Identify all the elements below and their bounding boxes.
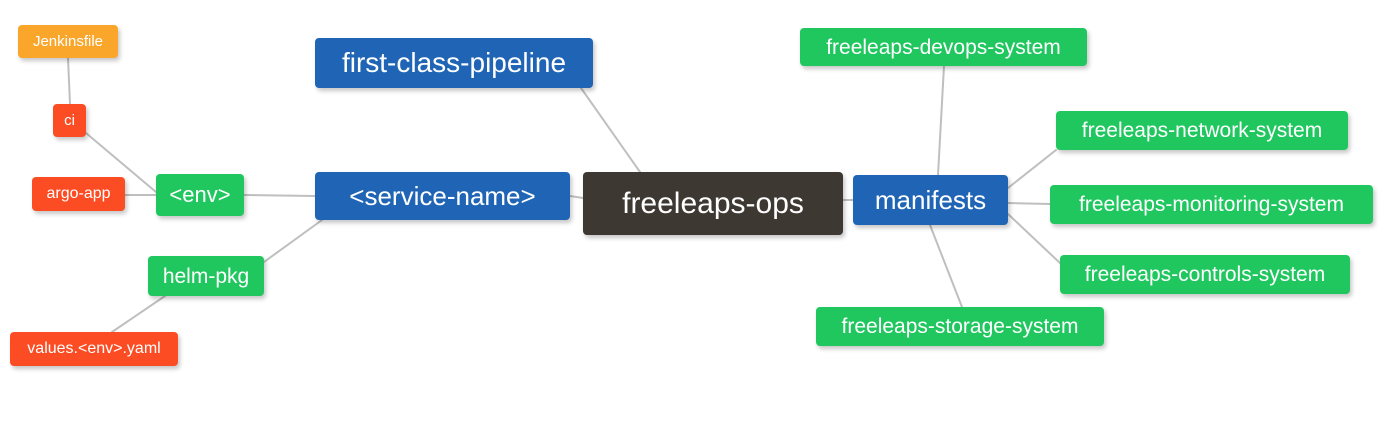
node-label-helm-pkg: helm-pkg bbox=[162, 264, 250, 288]
edge-manifests-to-freeleaps-devops-system bbox=[937, 65, 945, 176]
node-label-service-name: <service-name> bbox=[349, 181, 536, 211]
edge-jenkinsfile-to-ci bbox=[67, 57, 71, 105]
node-freeleaps-storage-system[interactable]: freeleaps-storage-system bbox=[816, 307, 1104, 346]
edge-manifests-to-freeleaps-network-system bbox=[1007, 149, 1057, 189]
node-freeleaps-controls-system[interactable]: freeleaps-controls-system bbox=[1060, 255, 1350, 294]
node-label-env: <env> bbox=[169, 182, 231, 207]
node-label-freeleaps-ops: freeleaps-ops bbox=[622, 186, 804, 220]
node-ci[interactable]: ci bbox=[53, 104, 86, 137]
node-label-freeleaps-controls-system: freeleaps-controls-system bbox=[1084, 263, 1326, 286]
node-freeleaps-devops-system[interactable]: freeleaps-devops-system bbox=[800, 28, 1087, 66]
node-service-name[interactable]: <service-name> bbox=[315, 172, 570, 220]
node-env[interactable]: <env> bbox=[156, 174, 244, 216]
node-freeleaps-ops[interactable]: freeleaps-ops bbox=[583, 172, 843, 235]
node-label-argo-app: argo-app bbox=[46, 185, 111, 202]
node-label-freeleaps-network-system: freeleaps-network-system bbox=[1081, 119, 1323, 142]
node-freeleaps-monitoring-system[interactable]: freeleaps-monitoring-system bbox=[1050, 185, 1373, 224]
edge-helm-pkg-to-values-yaml bbox=[111, 295, 166, 333]
edge-manifests-to-freeleaps-monitoring-system bbox=[1007, 202, 1051, 205]
node-label-freeleaps-monitoring-system: freeleaps-monitoring-system bbox=[1079, 193, 1344, 216]
node-helm-pkg[interactable]: helm-pkg bbox=[148, 256, 264, 296]
node-values-yaml[interactable]: values.<env>.yaml bbox=[10, 332, 178, 366]
node-manifests[interactable]: manifests bbox=[853, 175, 1008, 225]
node-label-freeleaps-storage-system: freeleaps-storage-system bbox=[841, 315, 1079, 338]
node-label-jenkinsfile: Jenkinsfile bbox=[32, 33, 104, 50]
node-label-first-class-pipeline: first-class-pipeline bbox=[341, 47, 567, 78]
edge-service-name-to-helm-pkg bbox=[263, 219, 323, 263]
node-label-ci: ci bbox=[64, 112, 75, 129]
node-argo-app[interactable]: argo-app bbox=[32, 177, 125, 211]
node-label-freeleaps-devops-system: freeleaps-devops-system bbox=[826, 35, 1061, 59]
edge-service-name-to-freeleaps-ops bbox=[569, 195, 584, 199]
node-label-manifests: manifests bbox=[874, 185, 987, 215]
node-first-class-pipeline[interactable]: first-class-pipeline bbox=[315, 38, 593, 88]
edge-first-class-pipeline-to-freeleaps-ops bbox=[580, 87, 641, 173]
node-label-values-yaml: values.<env>.yaml bbox=[27, 340, 161, 357]
edge-env-to-service-name bbox=[243, 194, 316, 197]
node-jenkinsfile[interactable]: Jenkinsfile bbox=[18, 25, 118, 58]
node-freeleaps-network-system[interactable]: freeleaps-network-system bbox=[1056, 111, 1348, 150]
edge-manifests-to-freeleaps-storage-system bbox=[929, 224, 963, 308]
